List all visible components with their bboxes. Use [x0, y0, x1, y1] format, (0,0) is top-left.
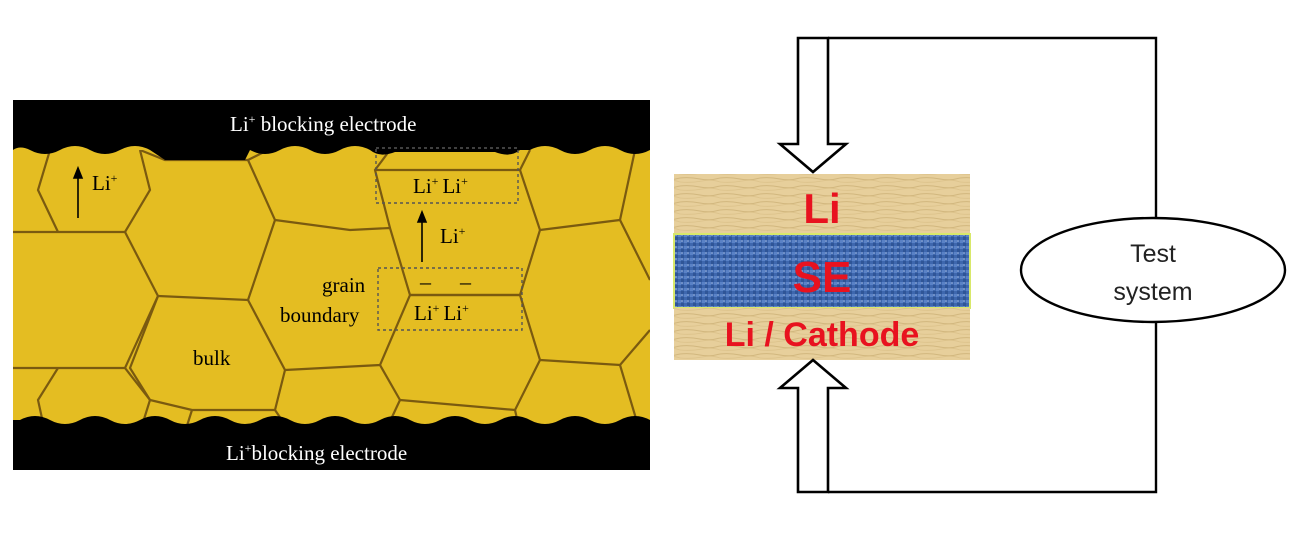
- bulk-label: bulk: [193, 346, 231, 370]
- grain-boundary-label-2: boundary: [280, 303, 360, 327]
- se-layer-label: SE: [793, 253, 852, 302]
- test-circuit-wire: [828, 36, 1158, 494]
- up-arrow: [776, 358, 850, 494]
- test-system-label-2: system: [1113, 278, 1192, 306]
- charge-mark-2: –: [459, 269, 472, 294]
- ion-label-center: Li+: [440, 224, 466, 248]
- li-layer: [674, 174, 970, 234]
- top-blocking-electrode: [13, 100, 650, 160]
- grain-field: [13, 142, 650, 437]
- ion-pair-bottom: Li+Li+: [414, 301, 469, 325]
- test-system-ellipse: [1019, 216, 1287, 324]
- cathode-layer: [674, 308, 970, 360]
- top-electrode-label: Li+ blocking electrode: [230, 112, 416, 136]
- test-system-label-1: Test: [1130, 240, 1176, 268]
- down-arrow: [776, 36, 850, 174]
- li-layer-label: Li: [803, 185, 840, 232]
- charge-mark-1: –: [419, 269, 432, 294]
- cathode-layer-label: Li / Cathode: [725, 316, 920, 354]
- ion-arrows: [72, 165, 428, 262]
- se-layer: [673, 233, 971, 309]
- interface-box-top: [375, 147, 519, 204]
- bottom-blocking-electrode: [13, 416, 650, 470]
- ion-label-left: Li+: [92, 171, 118, 195]
- bottom-electrode-label: Li+blocking electrode: [226, 441, 407, 465]
- grain-boundary-label-1: grain: [322, 273, 366, 297]
- ion-pair-top: Li+Li+: [413, 174, 468, 198]
- interface-box-bottom: [377, 267, 523, 331]
